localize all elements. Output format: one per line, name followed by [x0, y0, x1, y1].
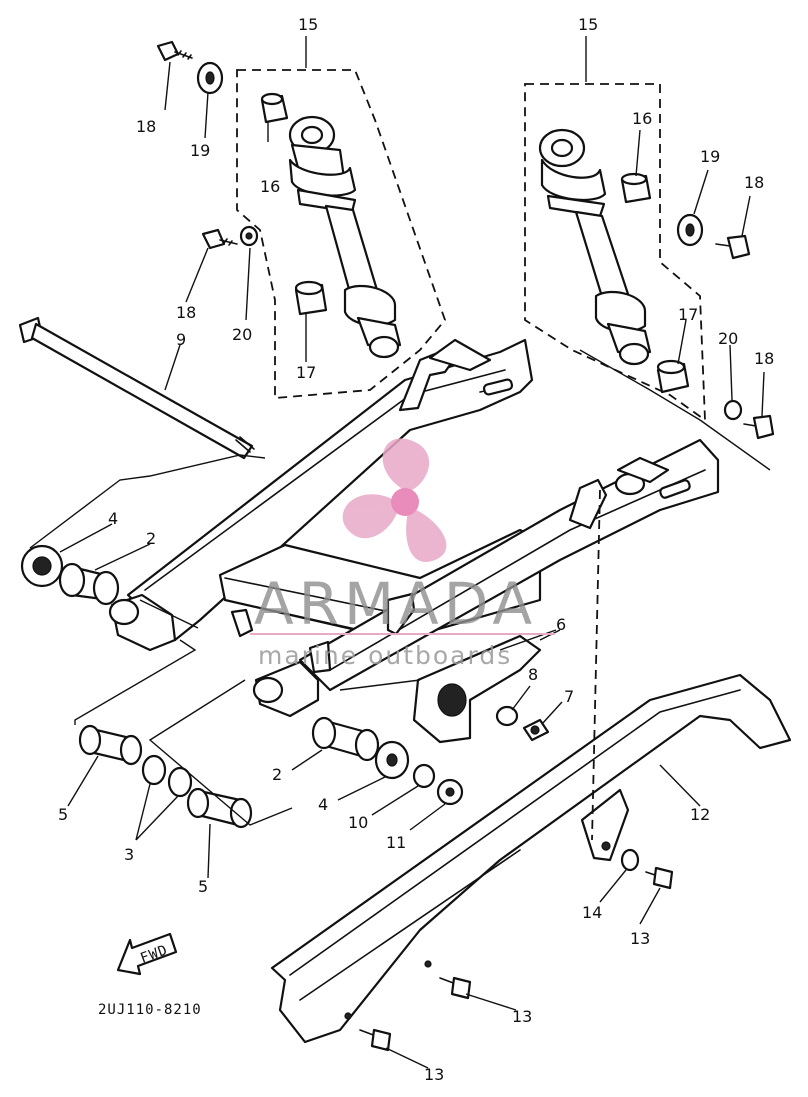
- callout-18-mid-left: 18: [176, 303, 196, 322]
- callout-labels: 15 15 18 19 16 16 19 18 18 20 9 17 17 20…: [58, 15, 774, 1084]
- callout-19-left: 19: [190, 141, 210, 160]
- washer-3-a: [141, 754, 167, 786]
- callout-12: 12: [690, 805, 710, 824]
- assembly-zone-lines: [29, 349, 771, 841]
- washer-3-b: [167, 766, 193, 798]
- rear-shock-absorber-right: [538, 128, 652, 366]
- callout-8: 8: [528, 665, 538, 684]
- bushing-16-left: [260, 92, 289, 124]
- washer-19-top-left: [196, 61, 224, 95]
- callout-15-left: 15: [298, 15, 318, 34]
- bolt-7: [522, 718, 550, 742]
- thrust-cover-4-left: [20, 544, 64, 588]
- callout-20-left: 20: [232, 325, 252, 344]
- callout-17-left: 17: [296, 363, 316, 382]
- washer-20-left: [239, 225, 259, 247]
- callout-18-upper-right: 18: [744, 173, 764, 192]
- bushing-2-left: [58, 562, 120, 606]
- bolt-18-upper-right: [715, 234, 751, 260]
- thrust-cover-4-right: [374, 740, 410, 780]
- callout-10: 10: [348, 813, 368, 832]
- watermark-tagline: marine outboards: [258, 641, 512, 670]
- callout-4-right: 4: [318, 795, 328, 814]
- screw-13-right: [645, 866, 674, 890]
- bushing-17-right: [656, 359, 690, 394]
- rear-shock-absorber-left: [288, 115, 402, 359]
- leader-lines: [59, 36, 765, 1069]
- bushing-5-right: [186, 787, 253, 829]
- callout-13-mid: 13: [512, 1007, 532, 1026]
- callout-18-lower-right: 18: [754, 349, 774, 368]
- rear-arm-frame: [108, 338, 720, 718]
- propeller-logo: [342, 438, 447, 562]
- forward-direction-arrow: FWD: [116, 932, 178, 976]
- callout-9: 9: [176, 330, 186, 349]
- callout-2-right: 2: [272, 765, 282, 784]
- propeller-hub: [391, 488, 419, 516]
- bushing-2-right: [311, 716, 380, 762]
- washer-8: [495, 705, 519, 727]
- pivot-shaft-9: [18, 316, 255, 460]
- washer-19-right: [676, 213, 704, 247]
- armada-watermark: ARMADA marine outboards: [250, 438, 555, 670]
- bolt-18-lower-right: [743, 414, 775, 440]
- callout-4-left: 4: [108, 509, 118, 528]
- bushing-16-right: [620, 172, 652, 204]
- propeller-blade-right: [406, 508, 447, 562]
- callout-17-right: 17: [678, 305, 698, 324]
- callout-20-right: 20: [718, 329, 738, 348]
- callout-13-right: 13: [630, 929, 650, 948]
- callout-11: 11: [386, 833, 406, 852]
- washer-20-right: [723, 399, 743, 421]
- callout-19-right: 19: [700, 147, 720, 166]
- callout-16-right: 16: [632, 109, 652, 128]
- bolt-18-mid-left: [201, 228, 238, 250]
- callout-3: 3: [124, 845, 134, 864]
- bushing-17-left: [294, 280, 328, 316]
- nut-11: [436, 778, 464, 806]
- propeller-blade-top: [382, 438, 430, 490]
- screw-13-bottom: [359, 1028, 392, 1052]
- callout-15-right: 15: [578, 15, 598, 34]
- callout-14: 14: [582, 903, 602, 922]
- callout-7: 7: [564, 687, 574, 706]
- callout-18-top-left: 18: [136, 117, 156, 136]
- bolt-18-top-left: [156, 40, 193, 62]
- shock-group-right-dashed-outline: [524, 83, 706, 422]
- shock-group-left-dashed-outline: [236, 69, 447, 399]
- callout-6: 6: [556, 615, 566, 634]
- washer-14: [620, 848, 640, 872]
- callout-5-right: 5: [198, 877, 208, 896]
- bushing-5-left: [78, 724, 143, 766]
- watermark-brand: ARMADA: [254, 570, 537, 638]
- chain-case-12: [270, 673, 792, 1044]
- screw-13-mid: [439, 976, 472, 1000]
- callout-13-bottom: 13: [424, 1065, 444, 1084]
- propeller-blade-left: [342, 494, 398, 539]
- diagram-code: 2UJ110-8210: [98, 1002, 202, 1018]
- callout-16-left: 16: [260, 177, 280, 196]
- callout-2-left: 2: [146, 529, 156, 548]
- callout-5-left: 5: [58, 805, 68, 824]
- washer-10: [412, 763, 436, 789]
